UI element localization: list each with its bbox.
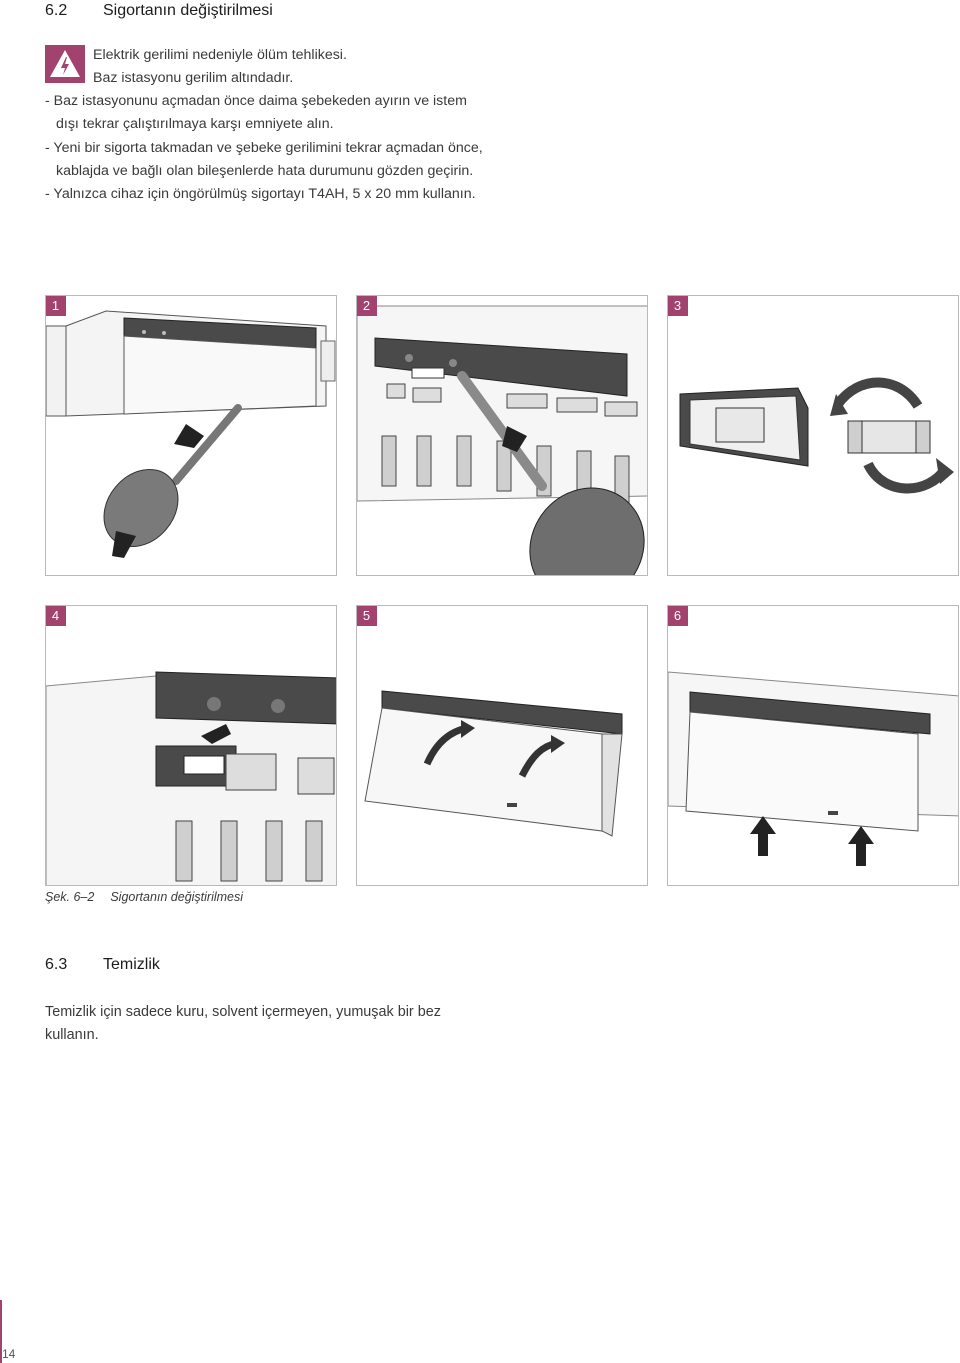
warning-bullet-1: - Baz istasyonunu açmadan önce daima şeb… — [45, 93, 467, 109]
step-panel-4: 4 — [45, 605, 337, 886]
cleaning-paragraph: Temizlik için sadece kuru, solvent içerm… — [45, 1004, 441, 1043]
warning-bullet-1-cont: dışı tekrar çalıştırılmaya karşı emniyet… — [56, 116, 334, 132]
cover-close-illustration — [364, 690, 623, 837]
warning-bullet-2: - Yeni bir sigorta takmadan ve şebeke ge… — [45, 140, 483, 156]
section-title: Temizlik — [103, 956, 160, 973]
step-number-badge: 4 — [46, 606, 66, 626]
step-panel-6: 6 — [667, 605, 959, 886]
fuse-holder-release-illustration — [357, 305, 647, 575]
step-panel-3: 3 — [667, 295, 959, 576]
step-number-badge: 1 — [46, 296, 66, 316]
figure-caption: Şek. 6–2 Sigortanın değiştirilmesi — [45, 890, 243, 904]
warning-line-1: Elektrik gerilimi nedeniyle ölüm tehlike… — [93, 47, 347, 63]
step-panel-1: 1 — [45, 295, 337, 576]
warning-bullet-3: - Yalnızca cihaz için öngörülmüş sigorta… — [45, 186, 476, 202]
electric-hazard-icon — [45, 45, 85, 83]
fuse-holder-insert-illustration — [46, 671, 336, 885]
step-number-badge: 3 — [668, 296, 688, 316]
page-edge-marker — [0, 1300, 2, 1363]
warning-bullet-2-cont: kablajda ve bağlı olan bileşenlerde hata… — [56, 163, 474, 179]
section-number: 6.3 — [45, 956, 68, 973]
screwdriver-unlock-illustration — [46, 310, 336, 558]
step-number-badge: 2 — [357, 296, 377, 316]
cover-lock-illustration — [668, 671, 958, 866]
step-panel-2: 2 — [356, 295, 648, 576]
figure-caption-text: Sigortanın değiştirilmesi — [110, 890, 244, 904]
page-number: 14 — [2, 1347, 16, 1361]
warning-line-2: Baz istasyonu gerilim altındadır. — [93, 70, 294, 86]
figure-label: Şek. 6–2 — [45, 890, 95, 904]
step-number-badge: 5 — [357, 606, 377, 626]
fuse-replacement-illustration — [679, 377, 954, 494]
section-title: Sigortanın değiştirilmesi — [103, 2, 273, 19]
step-panel-5: 5 — [356, 605, 648, 886]
step-number-badge: 6 — [668, 606, 688, 626]
section-number: 6.2 — [45, 2, 68, 19]
